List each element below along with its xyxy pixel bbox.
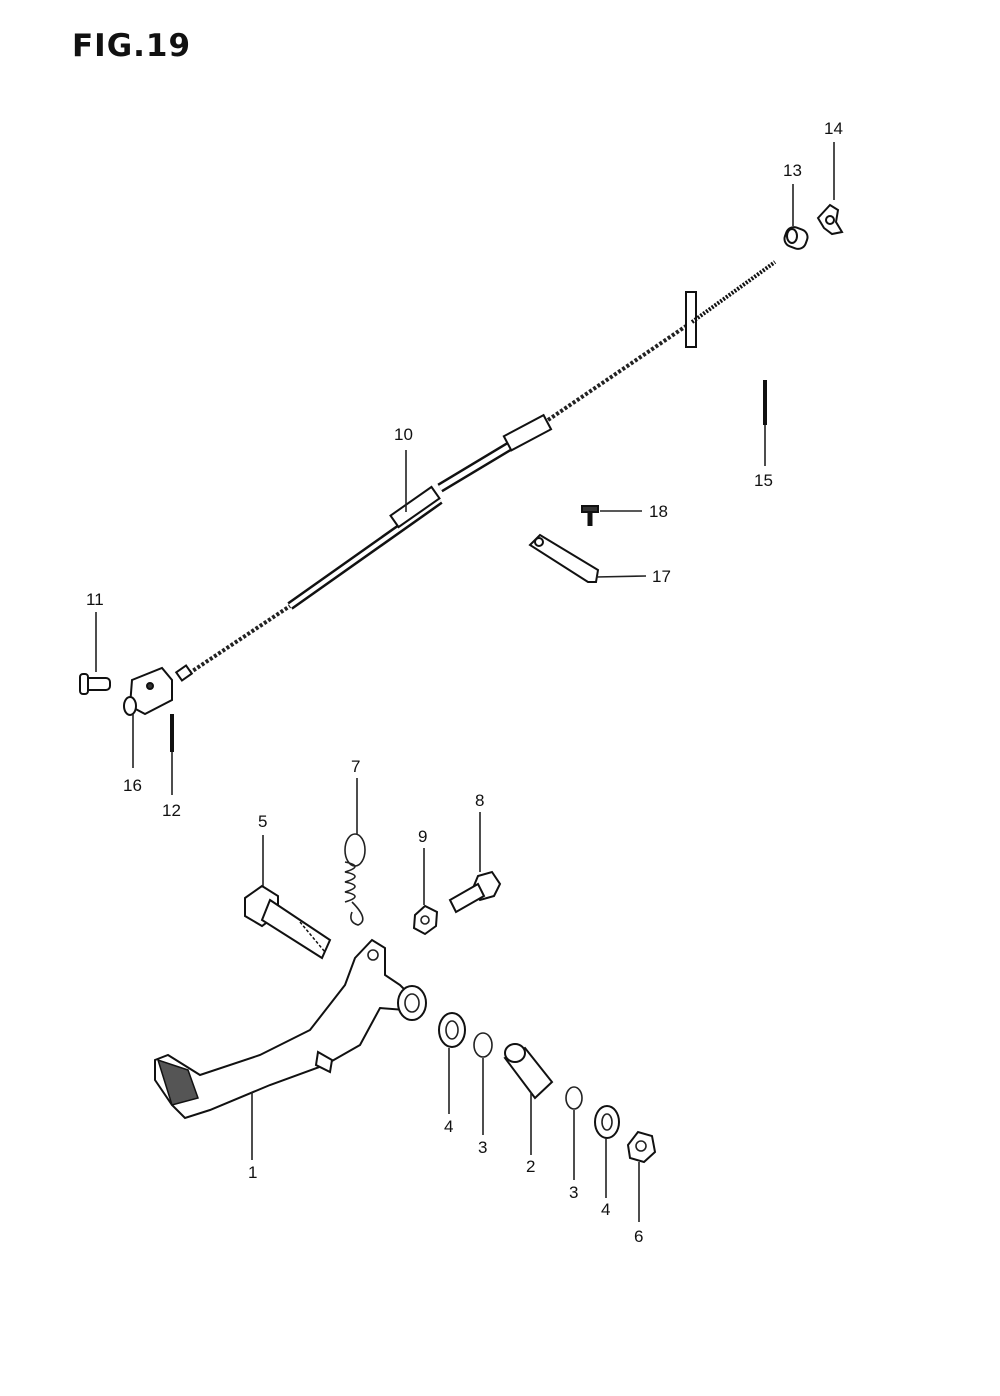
callout-14: 14 (824, 119, 843, 138)
callout-3-right: 3 (569, 1183, 578, 1202)
callout-3-left: 3 (478, 1138, 487, 1157)
part-5-pivot-bolt (244, 884, 332, 960)
callout-2: 2 (526, 1157, 535, 1176)
part-2-bushing (503, 1043, 554, 1100)
part-4-washer-right (594, 1105, 620, 1139)
part-13-collar (783, 226, 809, 250)
callout-12: 12 (162, 801, 181, 820)
callout-15: 15 (754, 471, 773, 490)
part-11-clevis-pin (79, 673, 111, 695)
callout-18: 18 (649, 502, 668, 521)
callout-4-left: 4 (444, 1117, 453, 1136)
part-3-oring-right (565, 1086, 583, 1110)
callout-7: 7 (351, 757, 360, 776)
callout-10: 10 (394, 425, 413, 444)
figure-title: FIG.19 (72, 28, 192, 64)
callout-13: 13 (783, 161, 802, 180)
callout-16: 16 (123, 776, 142, 795)
part-8-bolt (448, 870, 502, 914)
part-3-oring-left (473, 1032, 493, 1058)
callout-11: 11 (86, 590, 104, 609)
callout-8: 8 (475, 791, 484, 810)
part-9-nut (412, 904, 439, 936)
callout-6: 6 (634, 1227, 643, 1246)
callout-17: 17 (652, 567, 671, 586)
part-1-brake-pedal (154, 938, 427, 1120)
part-7-return-spring (344, 833, 366, 926)
part-14-wing-nut (816, 203, 844, 236)
part-4-washer-left (438, 1012, 466, 1048)
brake-cable (174, 260, 777, 682)
callout-9: 9 (418, 827, 427, 846)
leader-lines (95, 142, 835, 1222)
part-18-screw (581, 505, 599, 526)
part-6-nut (626, 1130, 657, 1164)
part-16-clevis (123, 666, 173, 716)
callout-5: 5 (258, 812, 267, 831)
callout-4-right: 4 (601, 1200, 610, 1219)
part-17-lever-plate (528, 533, 600, 583)
callout-1: 1 (248, 1163, 257, 1182)
